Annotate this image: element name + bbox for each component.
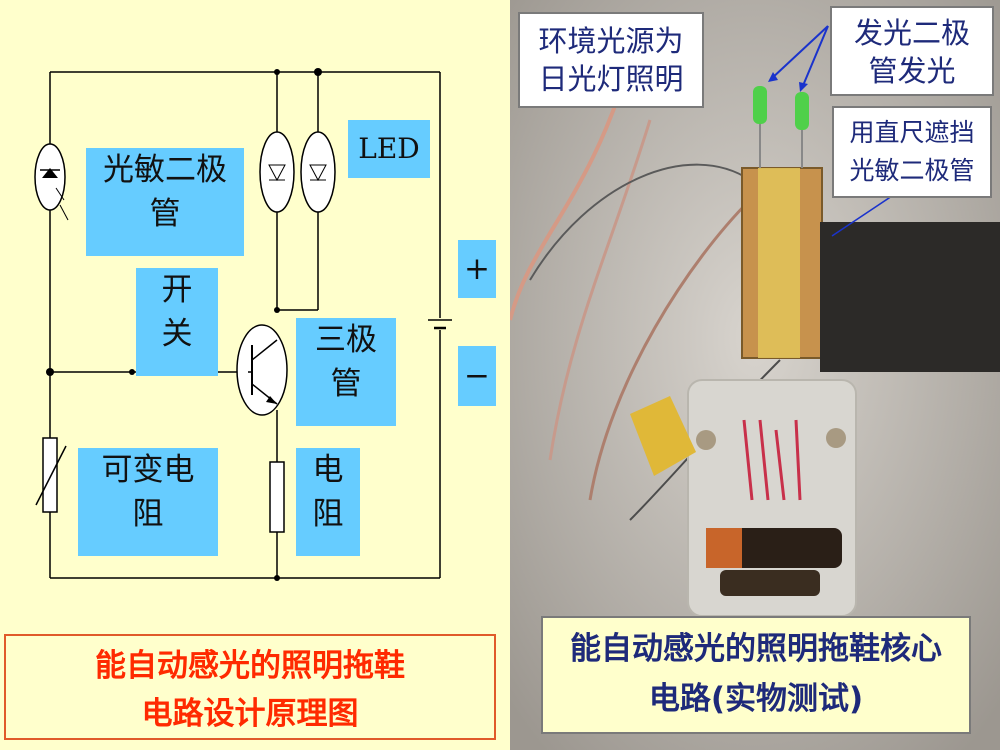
- led-symbol-1: [259, 131, 295, 213]
- junction-dot: [274, 69, 280, 75]
- junction-dot: [46, 368, 54, 376]
- photodiode-symbol: [34, 143, 69, 221]
- junction-dot: [274, 575, 280, 581]
- variable-resistor-symbol: [35, 437, 67, 513]
- light-source-tag: 环境光源为 日光灯照明: [518, 12, 704, 108]
- circuit-schematic: [34, 68, 452, 581]
- junction-dot: [314, 68, 322, 76]
- photo-caption: 能自动感光的照明拖鞋核心 电路(实物测试): [541, 616, 971, 734]
- led-label: LED: [348, 120, 430, 178]
- photodiode-label: 光敏二极 管: [86, 148, 244, 256]
- led-tag: 发光二极 管发光: [830, 6, 994, 96]
- schematic-caption: 能自动感光的照明拖鞋 电路设计原理图: [4, 634, 496, 740]
- led-symbol-2: [300, 131, 336, 213]
- battery-symbol: [428, 318, 452, 330]
- transistor-symbol: [236, 324, 288, 416]
- switch-label: 开 关: [136, 268, 218, 376]
- junction-dot: [129, 369, 135, 375]
- variable-resistor-label: 可变电 阻: [78, 448, 218, 556]
- resistor-symbol: [269, 461, 285, 533]
- schematic-panel: 光敏二极 管 LED 开 关 三极 管 可变电 阻 电 阻 + − 能自动感光的…: [0, 0, 510, 750]
- junction-dot: [274, 307, 280, 313]
- resistor-label: 电 阻: [296, 448, 360, 556]
- battery-minus-label: −: [458, 346, 496, 406]
- battery-plus-label: +: [458, 240, 496, 298]
- ruler-tag: 用直尺遮挡 光敏二极管: [832, 106, 992, 198]
- transistor-label: 三极 管: [296, 318, 396, 426]
